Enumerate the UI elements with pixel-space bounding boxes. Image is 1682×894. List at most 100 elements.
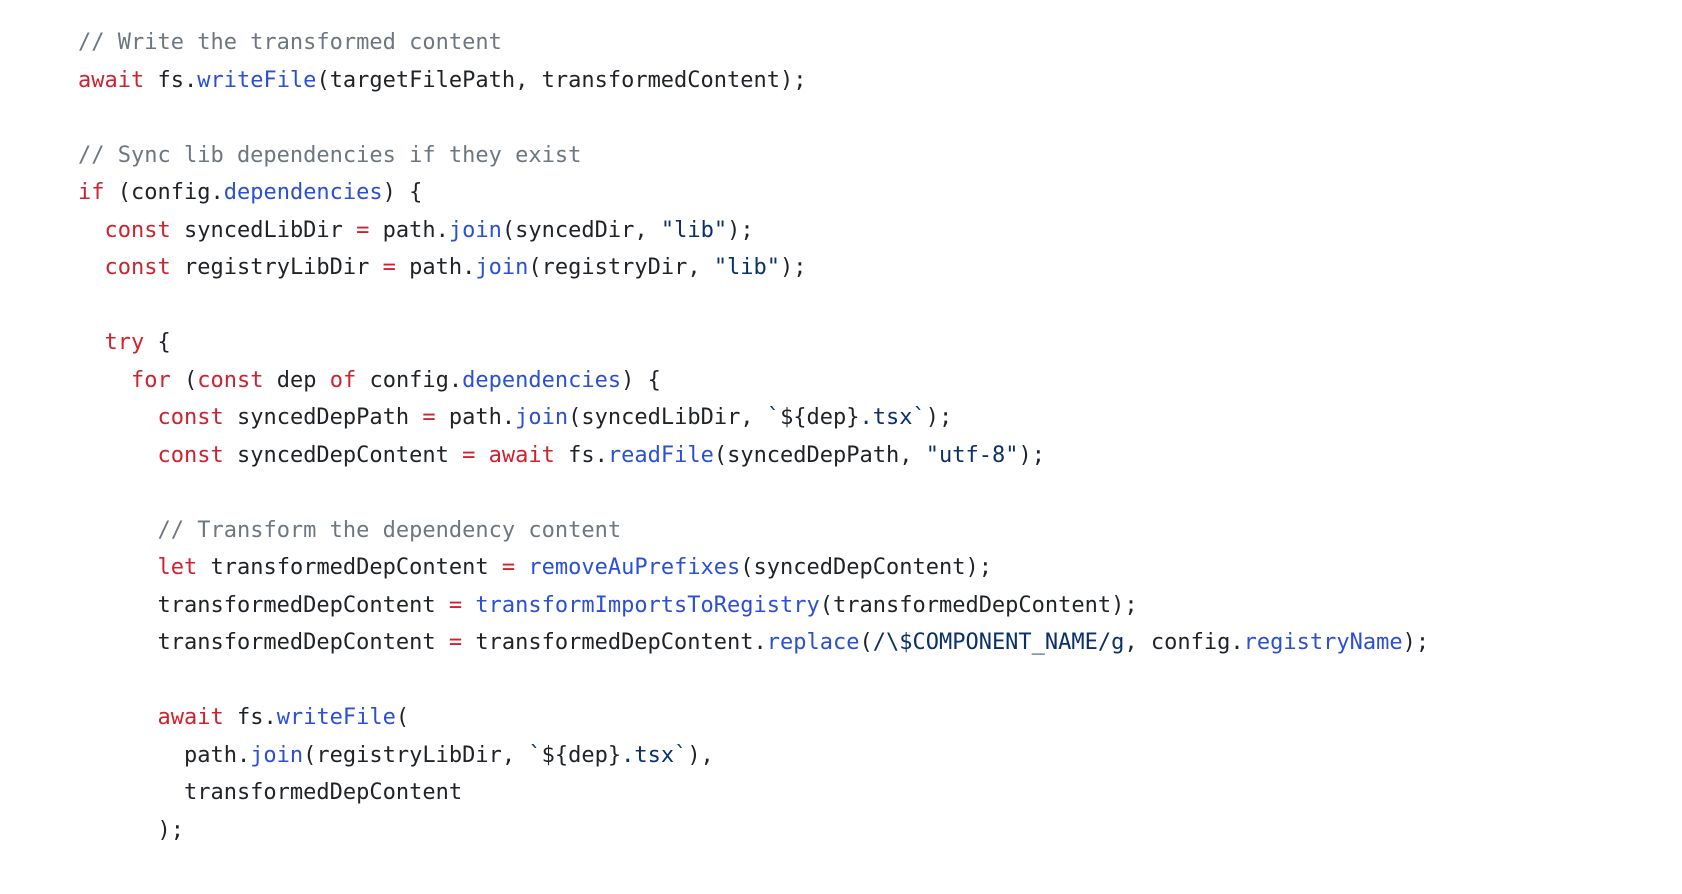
code-token-keyword: =	[422, 405, 436, 430]
code-token-plain: config.	[356, 367, 463, 393]
code-token-string: /\$COMPONENT_NAME/g	[872, 630, 1125, 655]
code-token-plain	[78, 405, 157, 430]
code-token-string: "utf-8"	[925, 442, 1019, 468]
code-token-func: removeAuPrefixes	[528, 555, 741, 580]
code-token-keyword: const	[197, 367, 264, 393]
code-line: // Write the transformed content	[78, 24, 1682, 62]
code-token-keyword: const	[157, 442, 224, 468]
code-token-plain: registryLibDir	[170, 255, 383, 280]
code-token-plain: path.	[78, 742, 251, 768]
code-token-plain	[78, 705, 157, 730]
code-token-plain: (targetFilePath, transformedContent);	[316, 67, 807, 93]
code-token-plain: (syncedDepPath,	[713, 442, 926, 468]
code-token-func: join	[515, 405, 569, 430]
code-line: path.join(registryLibDir, `${dep}.tsx`),	[78, 737, 1682, 775]
code-token-keyword: =	[448, 630, 463, 655]
code-token-func: registryName	[1243, 630, 1403, 655]
code-token-comment: // Sync lib dependencies if they exist	[78, 142, 582, 168]
code-token-string: "lib"	[713, 255, 781, 280]
code-token-plain	[78, 218, 105, 243]
code-token-plain: transformedDepContent	[197, 555, 502, 580]
code-line: const syncedDepContent = await fs.readFi…	[78, 437, 1682, 475]
code-token-plain	[78, 330, 105, 355]
code-token-plain: (syncedDir,	[501, 217, 661, 243]
code-line	[78, 99, 1682, 137]
code-line: for (const dep of config.dependencies) {	[78, 362, 1682, 400]
code-token-string: `	[528, 742, 542, 768]
code-line: const registryLibDir = path.join(registr…	[78, 249, 1682, 287]
code-token-plain: transformedDepContent	[78, 630, 449, 655]
code-token-keyword: const	[104, 255, 171, 280]
code-token-string: .tsx`	[621, 742, 688, 768]
code-token-plain: ),	[687, 742, 714, 768]
code-token-keyword: await	[157, 705, 224, 730]
code-line: if (config.dependencies) {	[78, 174, 1682, 212]
code-line: // Transform the dependency content	[78, 512, 1682, 550]
code-token-keyword: await	[488, 442, 555, 468]
code-token-plain: (registryDir,	[528, 255, 714, 280]
code-token-string: `	[766, 405, 781, 430]
code-token-string: "lib"	[660, 217, 728, 243]
code-token-plain: (syncedDepContent);	[740, 555, 992, 580]
code-token-plain: ${dep}	[541, 742, 622, 768]
code-token-plain: dep	[263, 367, 330, 393]
code-token-plain: (transformedDepContent);	[819, 592, 1138, 618]
code-token-func: replace	[766, 630, 860, 655]
code-token-plain: {	[144, 330, 171, 355]
code-token-plain: (syncedLibDir,	[568, 405, 767, 430]
code-token-plain	[462, 593, 475, 618]
code-token-keyword: =	[448, 592, 463, 618]
code-line: await fs.writeFile(targetFilePath, trans…	[78, 62, 1682, 100]
code-token-plain	[78, 518, 157, 543]
code-token-plain: fs.	[223, 705, 277, 730]
code-token-plain: fs.	[144, 67, 198, 93]
code-token-plain: );	[1402, 630, 1430, 655]
code-line: );	[78, 812, 1682, 850]
code-token-plain: );	[78, 817, 184, 843]
code-line	[78, 287, 1682, 325]
code-token-plain: transformedDepContent.	[462, 630, 767, 655]
code-token-plain: fs.	[554, 442, 608, 468]
code-line: await fs.writeFile(	[78, 699, 1682, 737]
code-token-plain: path.	[395, 255, 476, 280]
code-line	[78, 662, 1682, 700]
code-token-keyword: const	[157, 405, 224, 430]
code-line: let transformedDepContent = removeAuPref…	[78, 549, 1682, 587]
code-token-keyword: let	[157, 555, 198, 580]
code-token-plain: ) {	[382, 180, 423, 205]
code-line: transformedDepContent = transformImports…	[78, 587, 1682, 625]
code-token-plain: path.	[435, 405, 516, 430]
code-token-keyword: await	[78, 67, 145, 93]
code-token-plain: syncedDepPath	[223, 405, 423, 430]
code-token-plain: );	[1018, 442, 1045, 468]
code-token-func: join	[250, 742, 304, 768]
code-token-keyword: of	[329, 367, 357, 393]
code-token-plain: (	[395, 705, 410, 730]
code-token-plain: transformedDepContent	[78, 780, 463, 805]
code-token-plain: );	[925, 405, 953, 430]
code-line: transformedDepContent = transformedDepCo…	[78, 624, 1682, 662]
code-token-string: .tsx`	[859, 405, 926, 430]
code-token-plain	[78, 555, 157, 580]
code-token-plain: );	[727, 217, 754, 243]
code-token-plain: (config.	[104, 180, 224, 205]
code-line: const syncedLibDir = path.join(syncedDir…	[78, 212, 1682, 250]
code-token-keyword: =	[462, 442, 476, 468]
code-line: const syncedDepPath = path.join(syncedLi…	[78, 399, 1682, 437]
code-token-comment: // Write the transformed content	[78, 30, 502, 55]
code-token-func: transformImportsToRegistry	[475, 592, 820, 618]
code-token-func: join	[448, 217, 502, 243]
code-token-keyword: =	[501, 555, 516, 580]
code-token-plain: (registryLibDir,	[303, 742, 529, 768]
code-token-comment: // Transform the dependency content	[157, 517, 622, 543]
code-token-func: writeFile	[197, 67, 317, 93]
code-token-plain: syncedLibDir	[170, 217, 357, 243]
code-token-func: writeFile	[276, 705, 396, 730]
code-token-plain: transformedDepContent	[78, 592, 449, 618]
code-token-plain: , config.	[1124, 630, 1244, 655]
code-token-func: dependencies	[223, 180, 383, 205]
code-token-plain	[78, 443, 157, 468]
code-token-func: dependencies	[462, 367, 622, 393]
code-token-plain: );	[780, 255, 807, 280]
code-block: // Write the transformed content await fs…	[78, 24, 1682, 850]
